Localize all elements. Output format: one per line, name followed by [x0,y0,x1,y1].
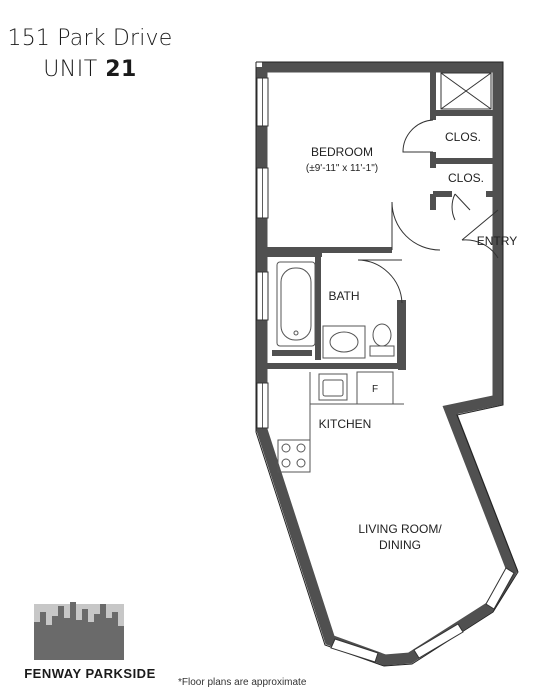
windows [256,77,515,663]
closet-1-label: CLOS. [445,130,481,144]
door-swings [357,119,499,304]
dining-label: DINING [379,538,421,552]
bedroom-dimensions: (±9'-11" x 11'-1") [306,163,378,174]
address-title: 151 Park Drive [7,26,173,51]
closet-2-label: CLOS. [448,171,484,185]
bath-right-wall [398,300,406,370]
kitchen-label: KITCHEN [319,417,372,431]
fenway-parkside-logo [34,602,124,660]
interior-walls [262,67,498,369]
bathtub [276,261,316,347]
fridge-label: F [372,384,378,395]
brand-name: FENWAY PARKSIDE [24,666,156,681]
shaft-box [440,72,492,110]
kitchen-counter [277,371,404,473]
bath-vanity [322,325,366,359]
floor-plan-disclaimer: *Floor plans are approximate [178,677,307,688]
bath-wall-block [262,247,322,257]
bath-label: BATH [328,289,359,303]
unit-title: UNIT 21 [43,57,137,82]
living-room-label: LIVING ROOM/ [358,522,442,536]
toilet [369,323,395,357]
outer-wall-outline [255,61,519,667]
bath-ledge [272,350,312,356]
bedroom-label: BEDROOM [311,145,373,159]
entry-label: ENTRY [477,234,517,248]
